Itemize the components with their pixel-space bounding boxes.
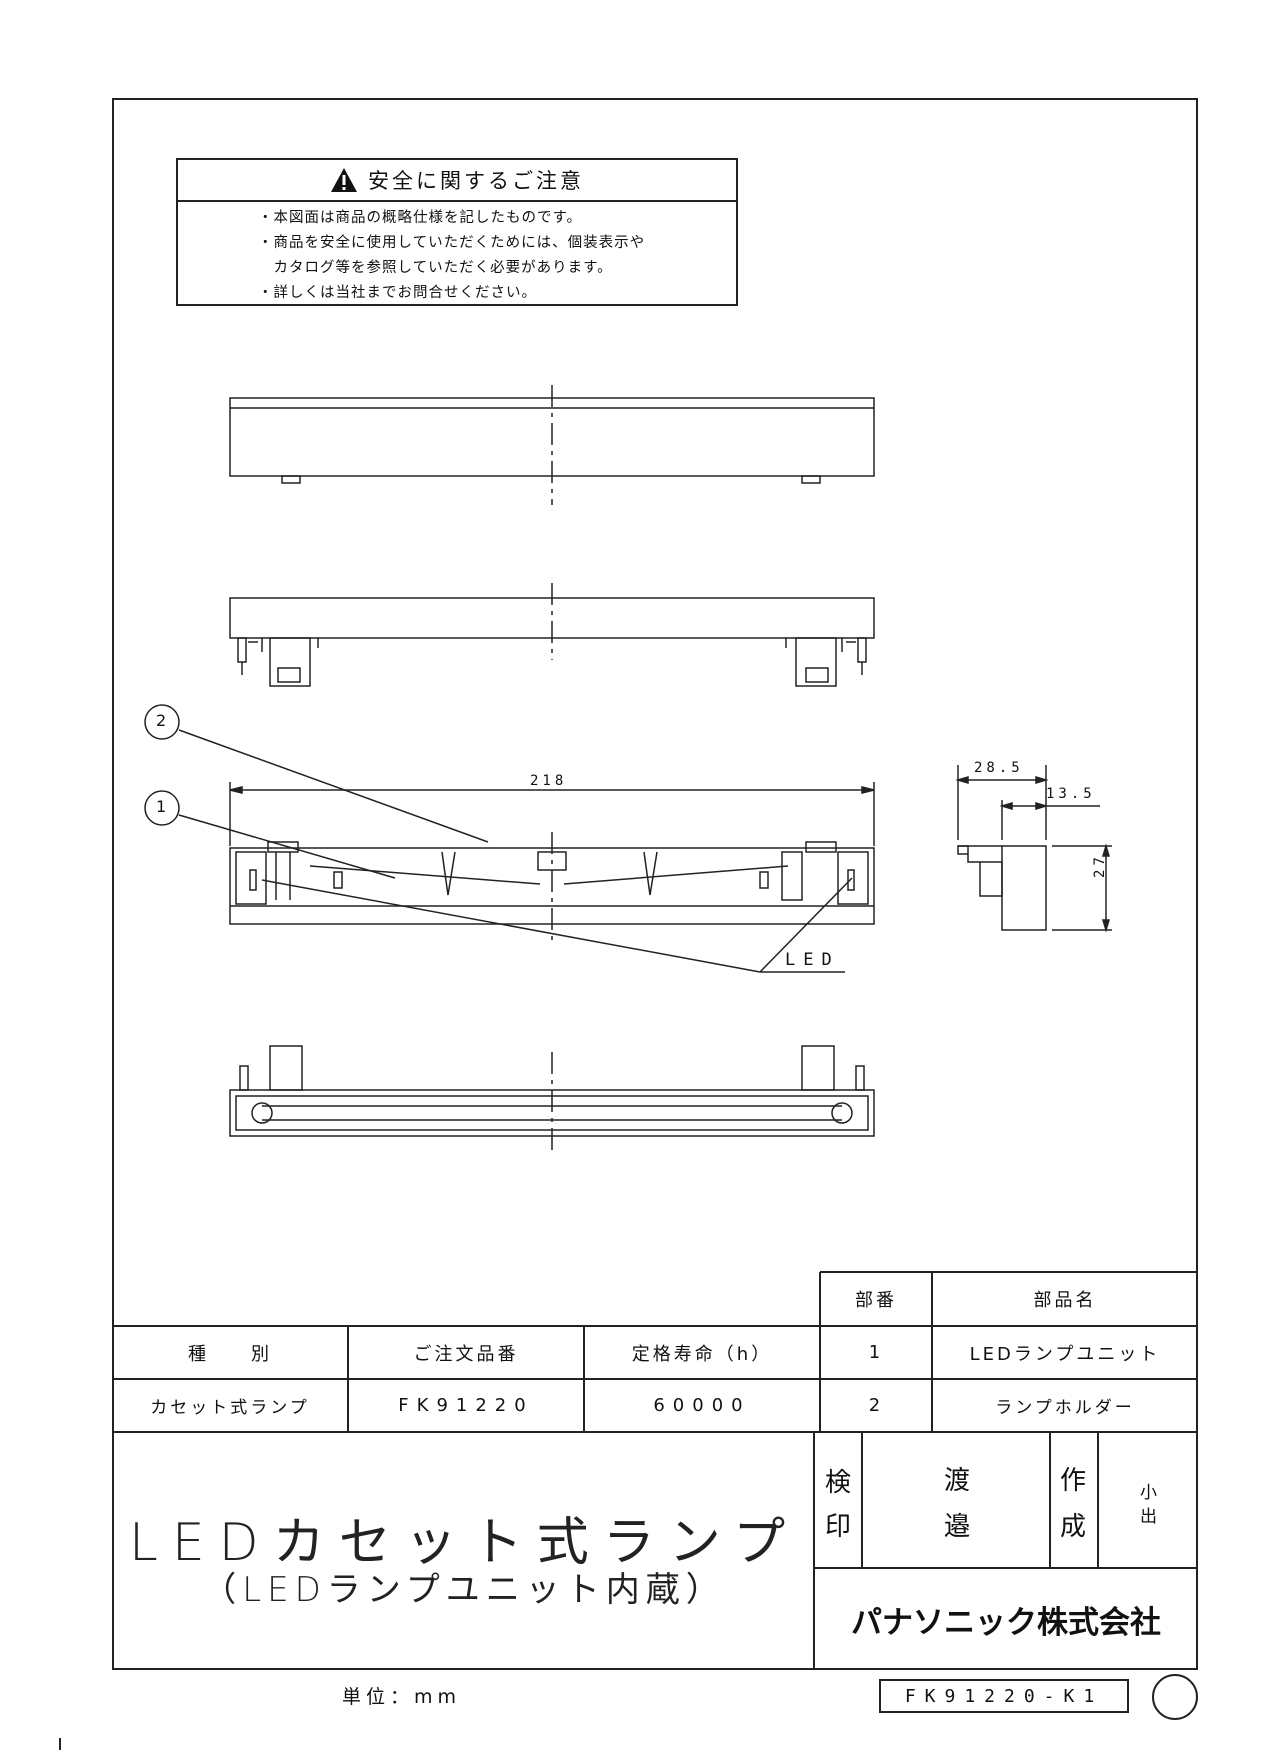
inspector-name: 渡 <box>944 1466 971 1496</box>
parts-header-no: 部番 <box>855 1290 897 1311</box>
safety-header: 安全に関するご注意 <box>178 160 736 202</box>
callout-number: 2 <box>156 711 167 730</box>
drawing-frame <box>112 98 1198 1670</box>
inspector-name: 邉 <box>944 1512 971 1542</box>
safety-line: ・商品を安全に使用していただくためには、個装表示や <box>258 235 646 251</box>
callout-number: 1 <box>156 797 167 816</box>
spec-value-order-no: FK91220 <box>398 1395 534 1416</box>
inspect-label: 検 <box>825 1468 852 1498</box>
top-view <box>229 385 875 505</box>
section-view <box>229 782 875 945</box>
inspect-label: 印 <box>825 1512 852 1542</box>
spec-value-life: 60000 <box>653 1395 751 1416</box>
safety-line: ・詳しくは当社までお問合せください。 <box>258 285 537 301</box>
spec-header-type: 種 別 <box>188 1343 272 1365</box>
safety-title: 安全に関するご注意 <box>368 169 584 193</box>
warning-icon <box>331 168 357 192</box>
parts-row-name: ランプホルダー <box>995 1398 1135 1418</box>
parts-header-name: 部品名 <box>1033 1290 1097 1311</box>
parts-row-no: 2 <box>868 1395 884 1416</box>
spec-header-order-no: ご注文品番 <box>413 1343 519 1365</box>
maker-name: 小 <box>1140 1483 1157 1503</box>
safety-line: カタログ等を参照していただく必要があります。 <box>258 260 613 276</box>
spec-value-type: カセット式ランプ <box>150 1398 310 1418</box>
product-title: LEDカセット式ランプ <box>128 1513 800 1573</box>
dimension-depth-inner: 13.5 <box>1046 786 1096 802</box>
drawing-number: FK91220-K1 <box>904 1685 1104 1707</box>
maker-name: 出 <box>1140 1507 1157 1527</box>
safety-text: ・本図面は商品の概略仕様を記したものです。 ・商品を安全に使用していただくために… <box>178 202 736 306</box>
spec-header-life: 定格寿命（h） <box>631 1343 773 1365</box>
dimension-length: 218 <box>530 773 568 789</box>
dimension-depth-total: 28.5 <box>974 760 1024 776</box>
maker-label: 成 <box>1060 1512 1087 1542</box>
unit-label: 単位：mm <box>342 1686 462 1708</box>
bottom-view <box>229 1045 875 1155</box>
safety-notice: 安全に関するご注意 ・本図面は商品の概略仕様を記したものです。 ・商品を安全に使… <box>176 158 738 306</box>
product-subtitle: （LEDランプユニット内蔵） <box>202 1570 726 1610</box>
safety-line: ・本図面は商品の概略仕様を記したものです。 <box>258 210 583 226</box>
company-name: パナソニック株式会社 <box>851 1604 1161 1641</box>
parts-row-name: LEDランプユニット <box>969 1343 1161 1365</box>
callouts <box>144 704 853 973</box>
led-label: LED <box>785 950 840 970</box>
parts-row-no: 1 <box>868 1342 884 1363</box>
maker-label: 作 <box>1060 1466 1087 1496</box>
side-view <box>955 765 1112 933</box>
front-view <box>229 583 875 687</box>
